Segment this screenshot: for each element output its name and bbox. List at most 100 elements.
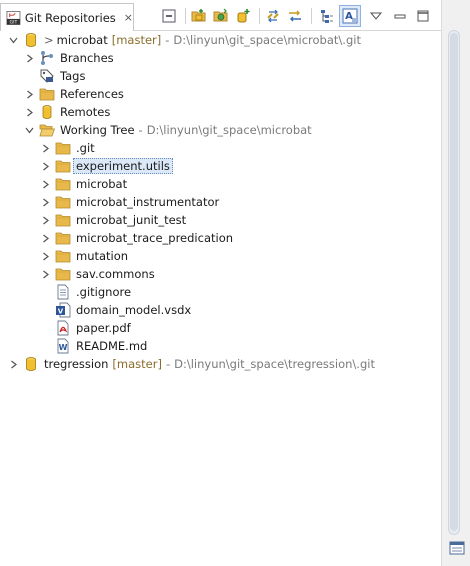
toolbar-separator — [259, 8, 260, 24]
tags-label: Tags — [60, 69, 86, 83]
tree-item-file[interactable]: paper.pdf — [40, 319, 131, 337]
tree-item-tags[interactable]: Tags — [24, 67, 85, 85]
repository-icon — [26, 357, 36, 371]
collapsed-chevron-icon[interactable] — [8, 359, 18, 369]
git-repositories-icon: GIT — [6, 10, 21, 25]
branches-label: Branches — [60, 51, 114, 65]
collapsed-chevron-icon[interactable] — [40, 161, 50, 171]
open-folder-icon — [39, 124, 55, 137]
tree-item-remotes[interactable]: Remotes — [24, 103, 110, 121]
folder-label: mutation — [76, 249, 129, 263]
folder-icon — [55, 232, 71, 245]
view-toolbar: GIT Git Repositories × — [0, 0, 441, 31]
folder-label: experiment.utils — [73, 158, 173, 174]
folder-icon — [55, 142, 71, 155]
folder-icon — [55, 268, 71, 281]
folder-icon — [55, 196, 71, 209]
view-menu-icon[interactable] — [365, 5, 387, 27]
collapsed-chevron-icon[interactable] — [24, 53, 34, 63]
separator-dash: - — [138, 123, 143, 137]
tab-close-icon[interactable]: × — [123, 11, 133, 24]
folder-icon — [55, 214, 71, 227]
branches-icon — [41, 51, 53, 65]
svg-text:W: W — [59, 343, 68, 352]
tree-item-folder[interactable]: .git — [40, 139, 95, 157]
toolbar-separator — [185, 8, 186, 24]
side-panel — [441, 0, 470, 566]
maximize-icon[interactable] — [412, 5, 434, 27]
working-tree-path: D:\linyun\git_space\microbat — [146, 123, 312, 137]
separator-dash: - — [165, 357, 171, 371]
hierarchical-layout-icon[interactable] — [316, 5, 338, 27]
tree-item-working-tree[interactable]: Working Tree - D:\linyun\git_space\micro… — [24, 121, 312, 139]
references-label: References — [60, 87, 124, 101]
tree-item-folder-selected[interactable]: experiment.utils — [40, 157, 173, 175]
working-tree-label: Working Tree — [60, 123, 135, 137]
collapsed-chevron-icon[interactable] — [40, 179, 50, 189]
branch-decoration: [master] — [111, 33, 162, 47]
branch-decoration: [master] — [112, 357, 162, 371]
collapsed-chevron-icon[interactable] — [40, 197, 50, 207]
tree-item-repo-tregression[interactable]: tregression [master] - D:\linyun\git_spa… — [8, 355, 375, 373]
add-existing-repo-icon[interactable] — [188, 5, 210, 27]
tags-icon — [40, 69, 54, 83]
tree-item-folder[interactable]: mutation — [40, 247, 128, 265]
tree-item-repo-microbat[interactable]: > microbat [master] - D:\linyun\git_spac… — [8, 31, 361, 49]
collapse-all-icon[interactable] — [158, 5, 180, 27]
visio-file-icon: V — [56, 302, 71, 318]
folder-label: microbat_junit_test — [76, 213, 187, 227]
svg-text:A: A — [345, 11, 353, 22]
tree-item-folder[interactable]: microbat_trace_predication — [40, 229, 233, 247]
folder-label: .git — [76, 141, 95, 155]
folder-label: microbat — [76, 177, 128, 191]
expanded-chevron-icon[interactable] — [24, 125, 34, 135]
tree-item-references[interactable]: References — [24, 85, 124, 103]
text-file-icon — [57, 284, 69, 300]
minimize-icon[interactable] — [389, 5, 411, 27]
scrollbar-thumb[interactable] — [450, 33, 458, 531]
collapsed-chevron-icon[interactable] — [40, 215, 50, 225]
collapsed-chevron-icon[interactable] — [40, 233, 50, 243]
remotes-label: Remotes — [60, 105, 111, 119]
separator-dash: - — [165, 33, 170, 47]
repo-path: D:\linyun\git_space\tregression\.git — [174, 357, 375, 371]
svg-text:V: V — [58, 308, 64, 316]
create-repo-icon[interactable] — [232, 5, 254, 27]
tree-item-file[interactable]: V domain_model.vsdx — [40, 301, 191, 319]
repo-path: D:\linyun\git_space\microbat\.git — [173, 33, 361, 47]
collapsed-chevron-icon[interactable] — [24, 89, 34, 99]
tree-item-file[interactable]: W README.md — [40, 337, 147, 355]
show-filter-icon[interactable]: A — [339, 5, 361, 27]
folder-label: sav.commons — [76, 267, 155, 281]
word-file-icon: W — [57, 338, 69, 354]
dirty-marker: > — [44, 33, 54, 47]
folder-icon — [55, 160, 71, 173]
pdf-file-icon — [57, 320, 69, 336]
link-with-editor-icon[interactable] — [262, 5, 284, 27]
tree-item-folder[interactable]: microbat — [40, 175, 127, 193]
tree-item-file[interactable]: .gitignore — [40, 283, 131, 301]
clone-repo-icon[interactable] — [210, 5, 232, 27]
file-label: README.md — [76, 339, 148, 353]
collapsed-chevron-icon[interactable] — [40, 251, 50, 261]
link-with-selection-icon[interactable] — [284, 5, 306, 27]
scrollbar[interactable] — [448, 30, 460, 535]
collapsed-chevron-icon[interactable] — [40, 143, 50, 153]
tab-git-repositories[interactable]: GIT Git Repositories × — [0, 3, 134, 31]
overview-ruler-icon[interactable] — [449, 540, 465, 556]
file-label: domain_model.vsdx — [76, 303, 192, 317]
tree-item-folder[interactable]: microbat_instrumentator — [40, 193, 219, 211]
tab-title: Git Repositories — [24, 10, 116, 25]
collapsed-chevron-icon[interactable] — [40, 269, 50, 279]
collapsed-chevron-icon[interactable] — [24, 107, 34, 117]
expanded-chevron-icon[interactable] — [8, 35, 18, 45]
folder-label: microbat_instrumentator — [76, 195, 220, 209]
tree-item-branches[interactable]: Branches — [24, 49, 114, 67]
remotes-icon — [42, 105, 52, 119]
folder-icon — [55, 178, 71, 191]
tree-item-folder[interactable]: sav.commons — [40, 265, 155, 283]
tree-item-folder[interactable]: microbat_junit_test — [40, 211, 186, 229]
folder-icon — [55, 250, 71, 263]
repo-name: microbat — [56, 33, 108, 47]
repo-name: tregression — [44, 357, 109, 371]
